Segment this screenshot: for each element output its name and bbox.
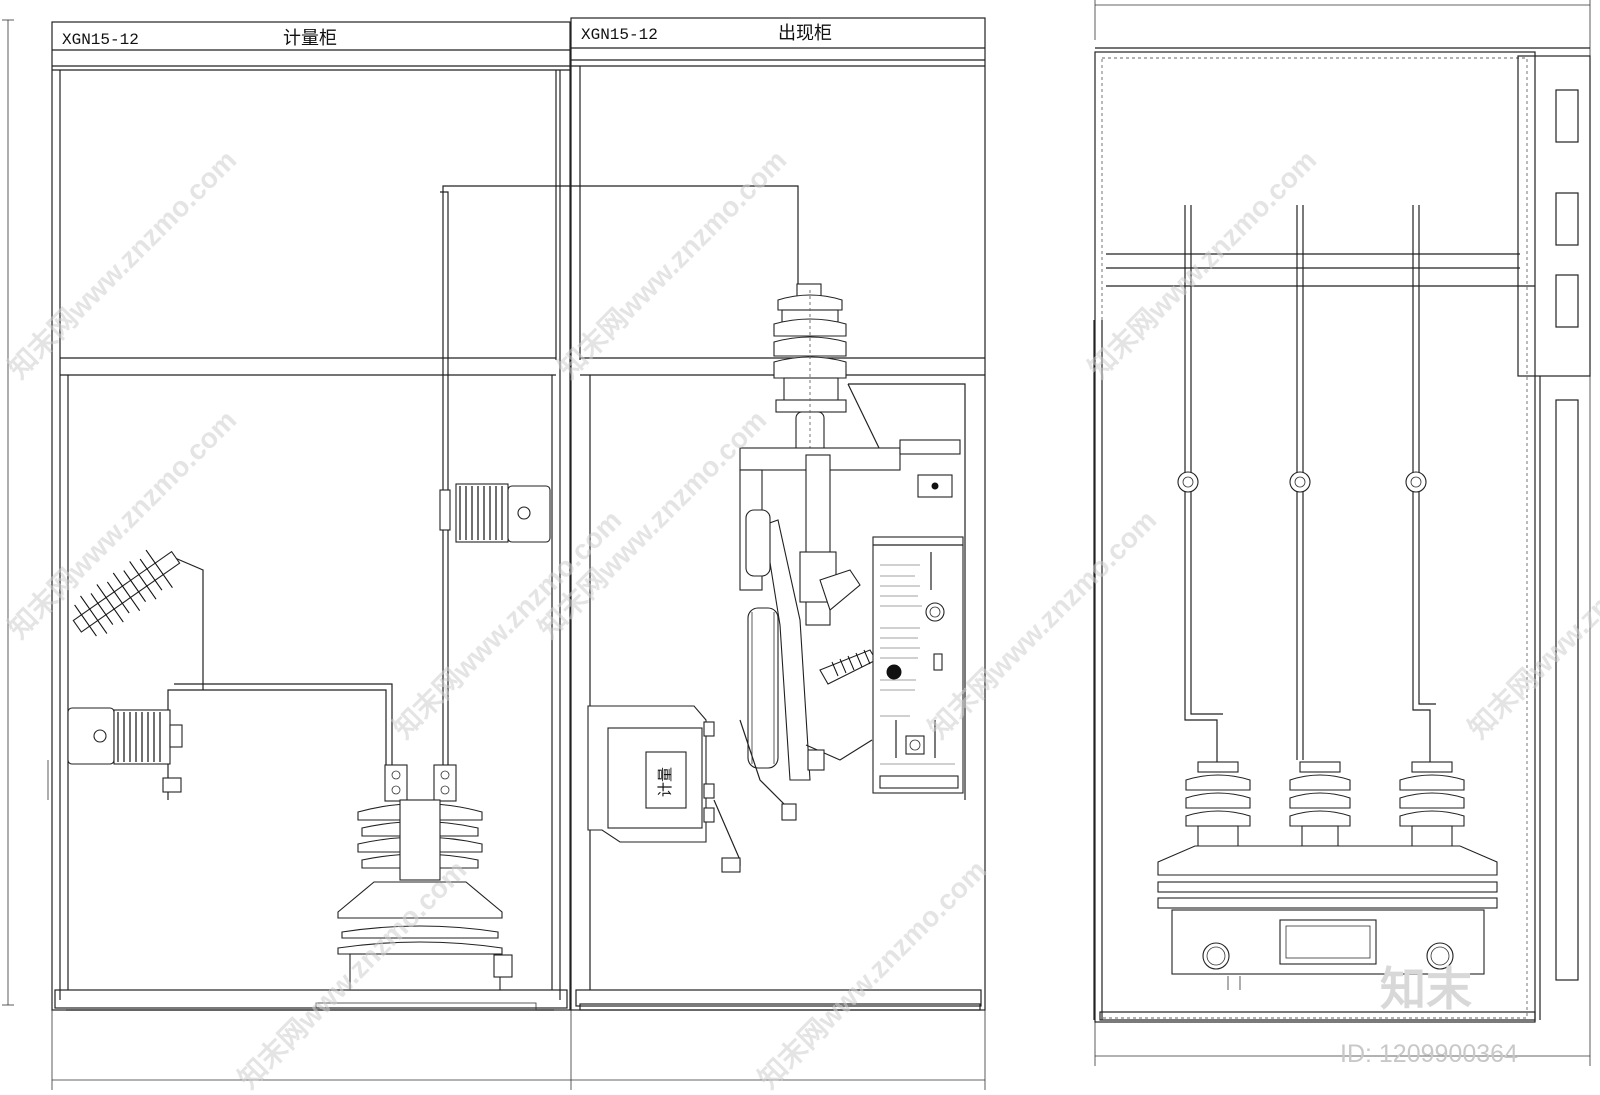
watermark-text: 知末网www.znzmo.com — [1462, 503, 1600, 744]
voltage-transformer-box: 计量 — [587, 705, 741, 873]
circuit-breaker — [739, 383, 966, 821]
watermark-brand: 知末 — [1380, 963, 1472, 1015]
current-transformer-lower — [67, 707, 183, 793]
side-elevation — [1093, 47, 1591, 1023]
watermark-text: 知末网www.znzmo.com — [552, 143, 793, 384]
metering-name-label: 计量柜 — [283, 28, 337, 48]
outgoing-cabinet: 计量 — [570, 17, 986, 1011]
busbar-phase-c — [1405, 205, 1436, 770]
operating-panel — [872, 536, 964, 794]
voltage-transformer — [337, 764, 513, 991]
surge-arrester — [72, 549, 181, 637]
metering-model-label: XGN15-12 — [62, 31, 139, 49]
current-transformer-upper — [439, 483, 551, 543]
three-phase-vt — [1157, 845, 1498, 990]
watermark-text: 知末网www.znzmo.com — [1082, 143, 1323, 384]
watermark-id: ID: 1209900364 — [1340, 1040, 1518, 1068]
metering-cabinet — [47, 21, 799, 1011]
outgoing-name-label: 出现柜 — [778, 23, 832, 43]
watermark-text: 知末网www.znzmo.com — [532, 403, 773, 644]
vt-label: 计量 — [657, 767, 674, 797]
busbar-phase-a — [1177, 205, 1223, 770]
outgoing-model-label: XGN15-12 — [581, 26, 658, 44]
watermark-text: 知末网www.znzmo.com — [2, 143, 243, 384]
busbar-phase-b — [1289, 205, 1311, 760]
watermark-text: 知末网www.znzmo.com — [752, 853, 993, 1094]
watermark-text: 知末网www.znzmo.com — [2, 403, 243, 644]
